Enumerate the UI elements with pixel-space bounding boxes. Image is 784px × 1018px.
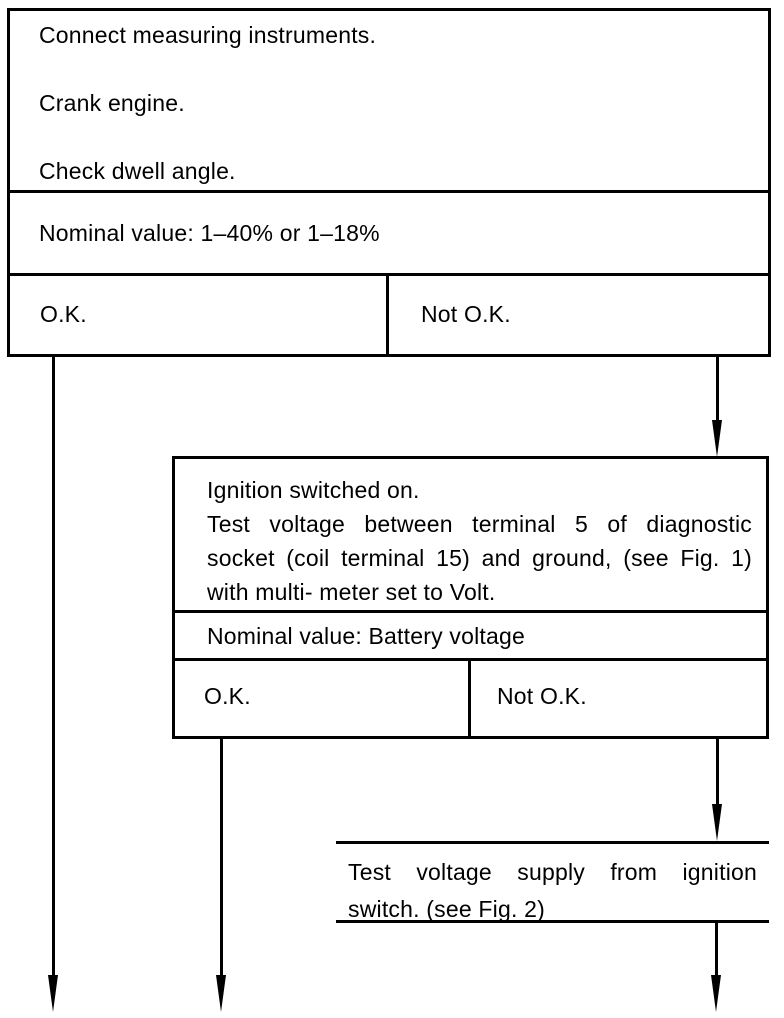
step-check-dwell-angle: Check dwell angle. [39,158,236,184]
voltage-nominal-value: Nominal value: Battery voltage [175,610,766,658]
voltage-test-instructions: Ignition switched on. Test voltage betwe… [175,459,766,610]
dwell-check-steps: Connect measuring instruments. Crank eng… [10,11,768,190]
arrow-down-icon [48,975,58,1012]
connector-voltage-ok-line [220,739,223,975]
voltage-ok-cell: O.K. [175,661,471,736]
ignition-switch-test-line1: Test voltage supply from ignition [348,859,757,885]
ignition-switch-test-line2: switch. (see Fig. 2) [348,896,545,922]
dwell-result-row: O.K. Not O.K. [10,273,768,354]
connector-voltage-not-ok-line [716,739,719,805]
connector-dwell-ok-line [52,357,55,975]
arrow-down-icon [712,804,722,841]
step-box-voltage-test: Ignition switched on. Test voltage betwe… [172,456,769,739]
step-box-ignition-switch-test: Test voltage supply from ignition switch… [336,841,769,923]
voltage-result-row: O.K. Not O.K. [175,658,766,736]
voltage-not-ok-cell: Not O.K. [497,683,587,709]
step-crank-engine: Crank engine. [39,90,185,116]
instruction-ignition-on: Ignition switched on. [207,477,420,503]
step-connect-instruments: Connect measuring instruments. [39,22,377,48]
arrow-down-icon [712,420,722,457]
connector-dwell-not-ok-line [716,357,719,421]
step-box-dwell-check: Connect measuring instruments. Crank eng… [7,8,771,357]
arrow-down-icon [216,975,226,1012]
instruction-test-voltage: Test voltage between terminal 5 of diagn… [207,511,752,537]
arrow-down-icon [711,975,721,1012]
instruction-multimeter: with multi- meter set to Volt. [207,579,496,605]
dwell-nominal-value: Nominal value: 1–40% or 1–18% [10,190,768,273]
connector-ignition-switch-line [715,923,718,975]
instruction-socket-ground: socket (coil terminal 15) and ground, (s… [207,545,752,571]
dwell-ok-cell: O.K. [10,276,389,354]
dwell-not-ok-cell: Not O.K. [421,301,511,327]
